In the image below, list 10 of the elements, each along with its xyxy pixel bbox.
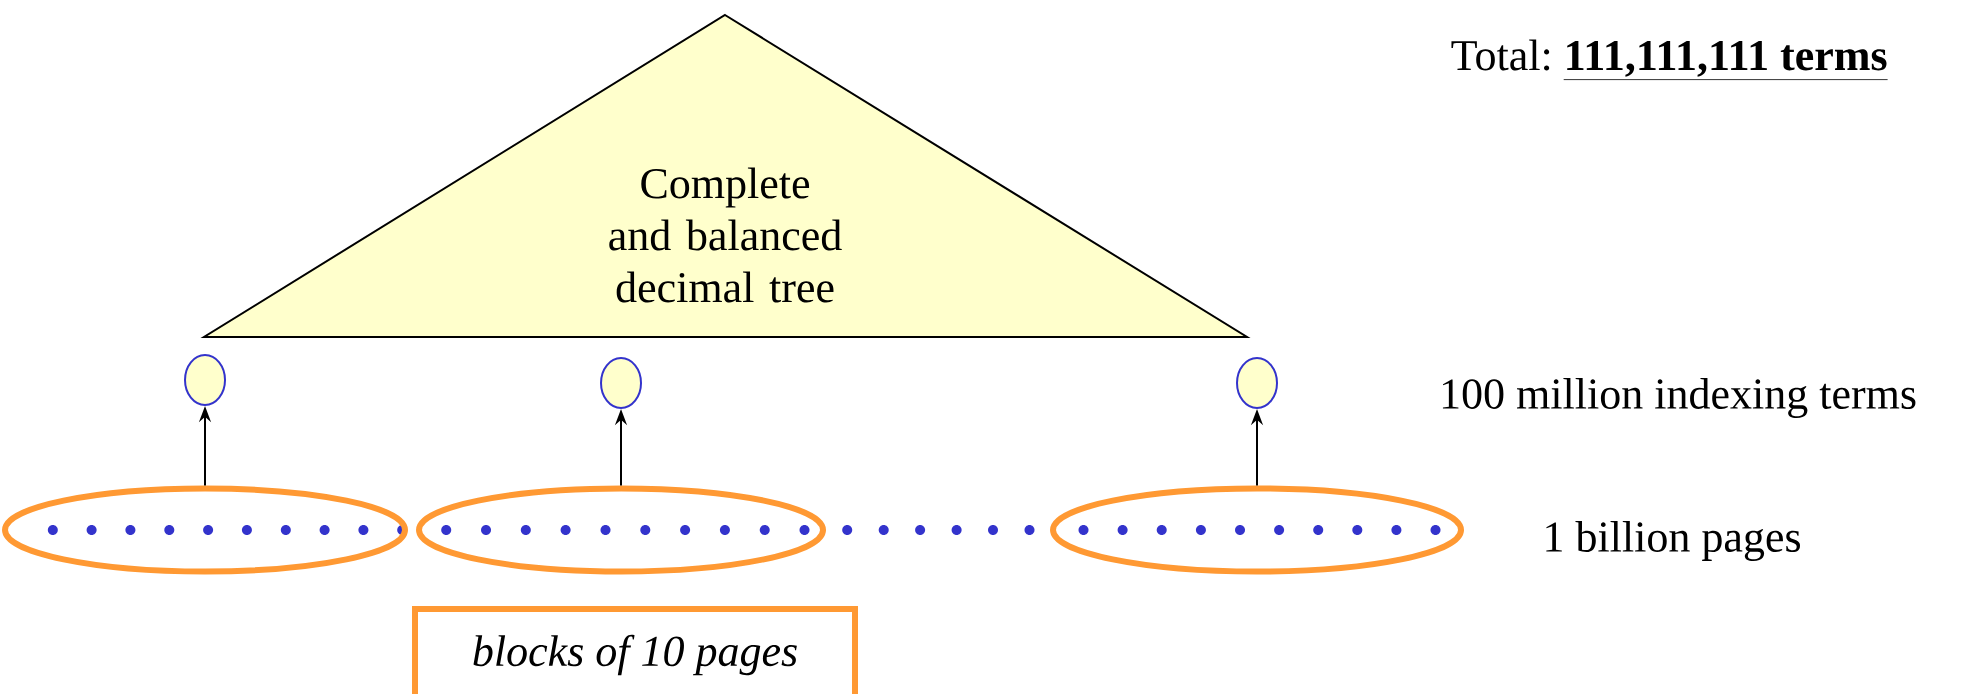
total-label: Total: 111,111,111 terms <box>1451 39 1888 80</box>
block-ellipse <box>416 485 826 575</box>
level-label: 1 billion pages <box>1546 521 1800 561</box>
term-ellipse <box>184 354 226 406</box>
block-ellipse <box>1050 485 1464 575</box>
term-ellipse <box>1236 357 1278 409</box>
block-ellipse <box>2 485 408 575</box>
note-box: blocks of 10 pages <box>412 606 858 694</box>
level-label: 100 million indexing terms <box>1442 378 1916 418</box>
term-ellipse <box>600 357 642 409</box>
